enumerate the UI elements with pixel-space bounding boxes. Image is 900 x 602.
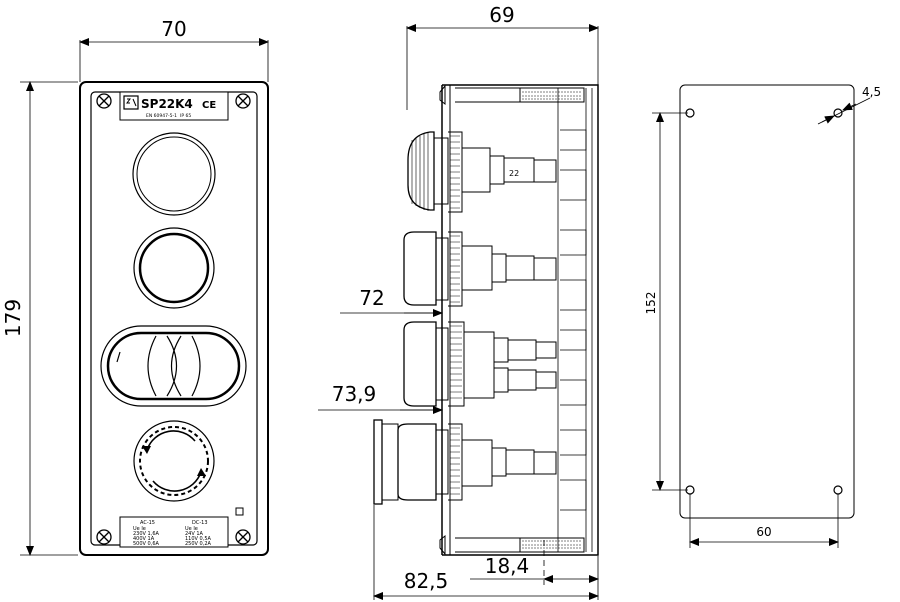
front-height-label: 179: [1, 299, 25, 337]
rating-right-row: 24V 1A: [185, 531, 204, 537]
rating-plate: AC-15 DC-13 Ue Ie 230V 1,6A 400V 1A 500V…: [119, 516, 229, 548]
mount-hole-icon: [833, 108, 843, 118]
rating-right-title: DC-13: [192, 520, 208, 526]
side-dim-72: 72: [340, 286, 443, 317]
enclosure-inner: [90, 91, 258, 546]
rating-left-row: 400V 1A: [133, 536, 155, 542]
side-bottom-cap: [439, 534, 585, 556]
mounting-plate: [679, 84, 855, 519]
double-pushbutton: [100, 325, 247, 407]
enclosure-outer: [79, 81, 269, 556]
side-width-dimension: 69: [406, 3, 599, 110]
hole-diameter-dimension: 4,5: [817, 85, 881, 125]
standard-label: EN 60947-5-1: [146, 113, 177, 119]
dim-18-4-label: 18,4: [485, 554, 530, 578]
side-bottom-dimensions: 82,5 18,4: [373, 505, 599, 600]
side-top-cap: [439, 84, 585, 106]
rating-right-row: 110V 0,5A: [185, 536, 212, 542]
dim-82-5-label: 82,5: [404, 569, 449, 593]
front-width-dimension: 70: [79, 17, 269, 82]
side-ribs: [560, 129, 587, 511]
front-width-label: 70: [161, 17, 186, 41]
side-width-label: 69: [489, 3, 514, 27]
nameplate: SP22K4 CE EN 60947-5-1 IP 65: [119, 91, 229, 121]
rating-right-row: Ue Ie: [185, 526, 198, 532]
plate-width-label: 60: [756, 525, 771, 539]
front-view: 70 179: [1, 17, 269, 556]
screw-icon: [96, 93, 112, 109]
screw-icon: [235, 93, 251, 109]
dim-73-9-label: 73,9: [332, 382, 377, 406]
pushbutton-ringed: [133, 227, 215, 309]
rating-left-row: 230V 1,6A: [133, 531, 160, 537]
svg-text:22: 22: [509, 169, 519, 178]
ip-rating-label: IP 65: [180, 113, 191, 119]
manufacturer-logo-icon: [123, 95, 139, 110]
rating-left-title: AC-15: [140, 520, 155, 526]
rating-left-row: 500V 0,6A: [133, 541, 160, 547]
side-dim-73-9: 73,9: [318, 382, 443, 414]
dim-72-label: 72: [359, 286, 384, 310]
rating-left-row: Ue Ie: [133, 526, 146, 532]
plate-height-label: 152: [644, 292, 658, 315]
front-height-dimension: 179: [1, 81, 78, 556]
side-button-2: [403, 231, 557, 307]
plate-height-dimension: 152: [644, 112, 688, 491]
plate-width-dimension: 60: [689, 494, 839, 548]
hole-dim-label: 4,5: [862, 85, 881, 99]
side-housing: [441, 84, 599, 556]
mount-hole-icon: [833, 485, 843, 495]
screw-icon: [96, 529, 112, 545]
ground-marker-icon: [235, 507, 244, 516]
ce-mark: CE: [202, 100, 216, 111]
emergency-stop-button: [133, 420, 215, 502]
pushbutton-flush: [132, 132, 216, 216]
side-view: 69: [318, 3, 599, 600]
rating-right-row: 250V 0,2A: [185, 541, 212, 547]
side-button-4-estop: [373, 419, 557, 505]
side-button-1: 22: [407, 131, 557, 213]
side-button-3: [403, 321, 557, 407]
screw-icon: [235, 529, 251, 545]
mount-view: 4,5 152 60: [644, 84, 881, 548]
model-label: SP22K4: [141, 97, 193, 111]
